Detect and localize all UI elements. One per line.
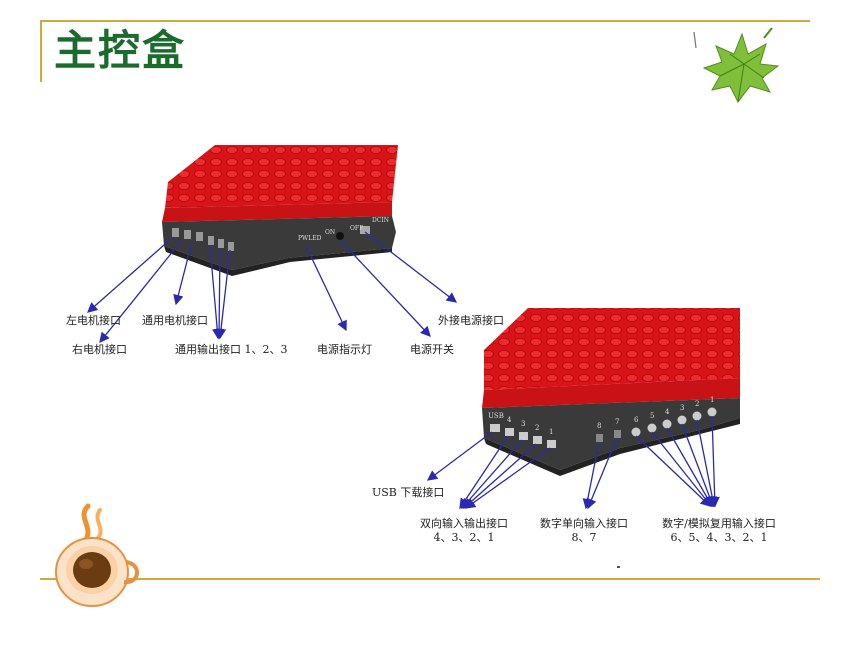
left-rule [40, 20, 42, 82]
panel-mark-mux-5: 5 [650, 412, 654, 420]
panel-mark-on: ON [325, 229, 335, 236]
maple-leaf-icon [693, 27, 780, 103]
panel-mark-off: OFF [350, 225, 363, 232]
label-general-io-port: 通用输出接口 1、2、3 [175, 343, 288, 356]
bottom-control-box: USB 4 3 2 1 8 7 6 5 4 3 2 1 [482, 308, 740, 476]
label-right-motor-port: 右电机接口 [72, 343, 127, 356]
label-bidir-nums: 4、3、2、1 [433, 530, 495, 544]
label-left-motor-port: 左电机接口 [66, 314, 121, 327]
panel-mark-bidir-4: 4 [507, 416, 512, 424]
panel-mark-bidir-1: 1 [549, 428, 553, 436]
panel-mark-pwled: PWLED [298, 235, 322, 242]
top-box-cover-front [162, 202, 392, 222]
label-bidir-title: 双向输入输出接口 [420, 517, 508, 530]
bottom-callout-arrows [426, 415, 720, 510]
bottom-box-studs [484, 308, 740, 390]
label-general-motor-port: 通用电机接口 [142, 314, 208, 327]
label-digital-nums: 8、7 [571, 530, 597, 544]
panel-mark-digital-8: 8 [597, 422, 601, 430]
label-mux-nums: 6、5、4、3、2、1 [670, 530, 768, 544]
top-box-studs [165, 145, 398, 208]
panel-mark-bidir-3: 3 [521, 420, 525, 428]
panel-mark-mux-3: 3 [680, 404, 684, 412]
panel-mark-mux-4: 4 [665, 408, 670, 416]
label-digital-input-port: 数字单向输入接口 8、7 [532, 517, 636, 545]
label-usb-download-port: USB 下载接口 [372, 486, 445, 499]
panel-mark-mux-1: 1 [710, 396, 714, 404]
top-callout-arrows [87, 231, 458, 344]
panel-mark-mux-6: 6 [634, 416, 639, 424]
panel-mark-usb: USB [488, 412, 504, 420]
coffee-cup-icon [55, 503, 139, 607]
panel-mark-dcin: DCIN [372, 217, 389, 224]
stray-mark [617, 566, 620, 568]
top-rule [40, 20, 810, 22]
bottom-rule [40, 578, 820, 580]
bottom-box-base [482, 398, 740, 470]
top-control-box: PWLED ON OFF DCIN [162, 145, 398, 276]
label-external-power-port: 外接电源接口 [438, 314, 504, 327]
label-mux-input-port: 数字/模拟复用输入接口 6、5、4、3、2、1 [654, 517, 784, 545]
panel-mark-bidir-2: 2 [535, 424, 539, 432]
panel-mark-mux-2: 2 [695, 400, 699, 408]
label-power-led: 电源指示灯 [317, 343, 372, 356]
label-bidir-io-port: 双向输入输出接口 4、3、2、1 [404, 517, 524, 545]
label-mux-title: 数字/模拟复用输入接口 [662, 517, 776, 530]
page-title: 主控盒 [54, 26, 187, 75]
panel-mark-digital-7: 7 [615, 418, 619, 426]
label-digital-title: 数字单向输入接口 [540, 517, 628, 530]
label-power-switch: 电源开关 [410, 343, 454, 356]
